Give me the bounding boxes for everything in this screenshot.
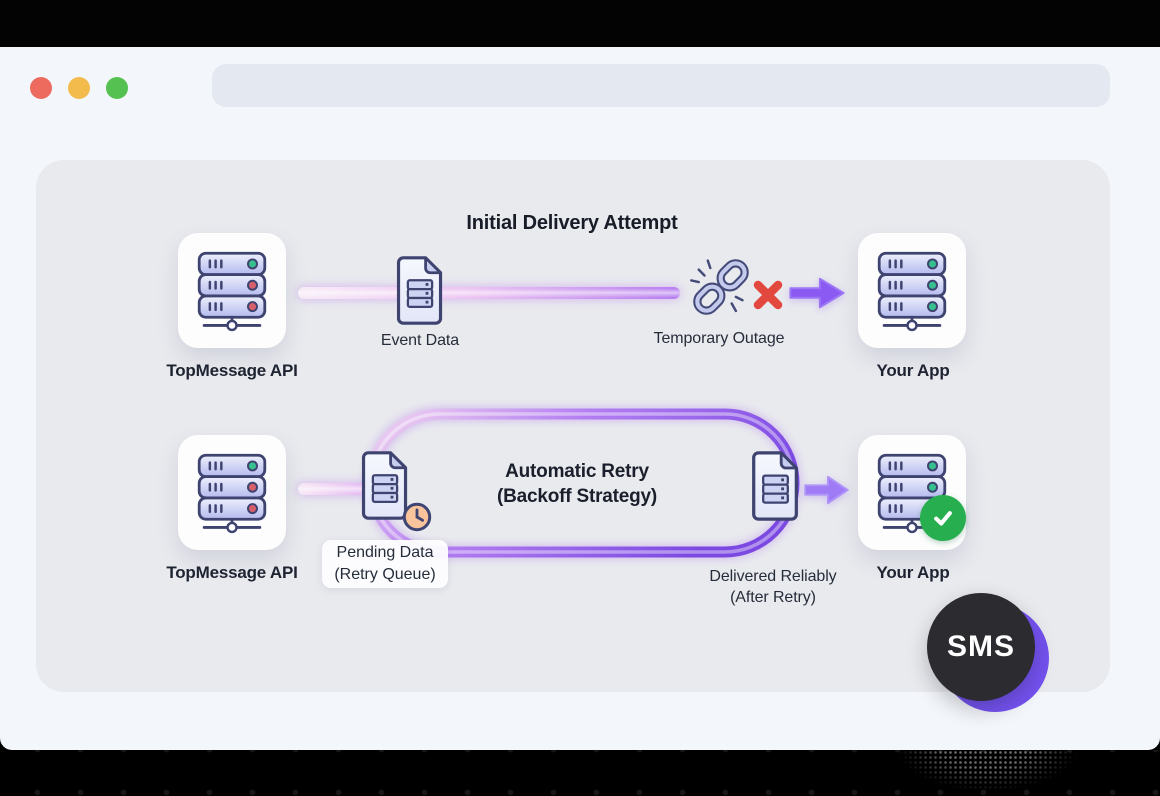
flow-line-initial	[298, 287, 680, 299]
traffic-light-zoom[interactable]	[106, 77, 128, 99]
halftone-texture	[868, 750, 1108, 796]
server-card-destination-1	[858, 233, 966, 348]
label-destination-2: Your App	[876, 563, 950, 582]
success-check-icon	[920, 495, 966, 541]
label-source-1: TopMessage API	[166, 361, 298, 380]
document-icon-event-data	[396, 256, 443, 325]
clock-icon	[402, 502, 432, 532]
label-destination-1: Your App	[876, 361, 950, 380]
label-retry-loop: Automatic Retry (Backoff Strategy)	[496, 461, 658, 507]
label-temporary-outage: Temporary Outage	[653, 330, 785, 347]
label-source-2: TopMessage API	[166, 563, 298, 582]
label-chip-pending: Pending Data (Retry Queue)	[322, 540, 448, 588]
flow-line-retry	[298, 483, 382, 495]
server-icon	[197, 453, 267, 533]
flow-arrow-icon	[789, 277, 845, 309]
server-icon	[197, 251, 267, 331]
document-icon-pending-data	[361, 451, 408, 520]
retry-loop-path	[365, 408, 800, 558]
label-delivered: Delivered Reliably (After Retry)	[709, 568, 837, 606]
url-bar[interactable]	[212, 64, 1110, 107]
traffic-light-minimize[interactable]	[68, 77, 90, 99]
sms-logo: SMS	[927, 593, 1035, 701]
error-x-icon	[753, 280, 783, 310]
document-icon-delivered	[752, 451, 798, 521]
server-icon	[877, 251, 947, 331]
diagram-title: Initial Delivery Attempt	[466, 212, 678, 234]
label-pending-line2: (Retry Queue)	[334, 566, 436, 583]
server-card-source-2	[178, 435, 286, 550]
broken-link-icon	[690, 259, 749, 315]
label-pending-line1: Pending Data	[336, 544, 434, 561]
traffic-light-close[interactable]	[30, 77, 52, 99]
label-event-data: Event Data	[380, 332, 460, 349]
server-card-source-1	[178, 233, 286, 348]
top-bar	[0, 0, 1160, 47]
flow-arrow-icon	[804, 475, 849, 505]
